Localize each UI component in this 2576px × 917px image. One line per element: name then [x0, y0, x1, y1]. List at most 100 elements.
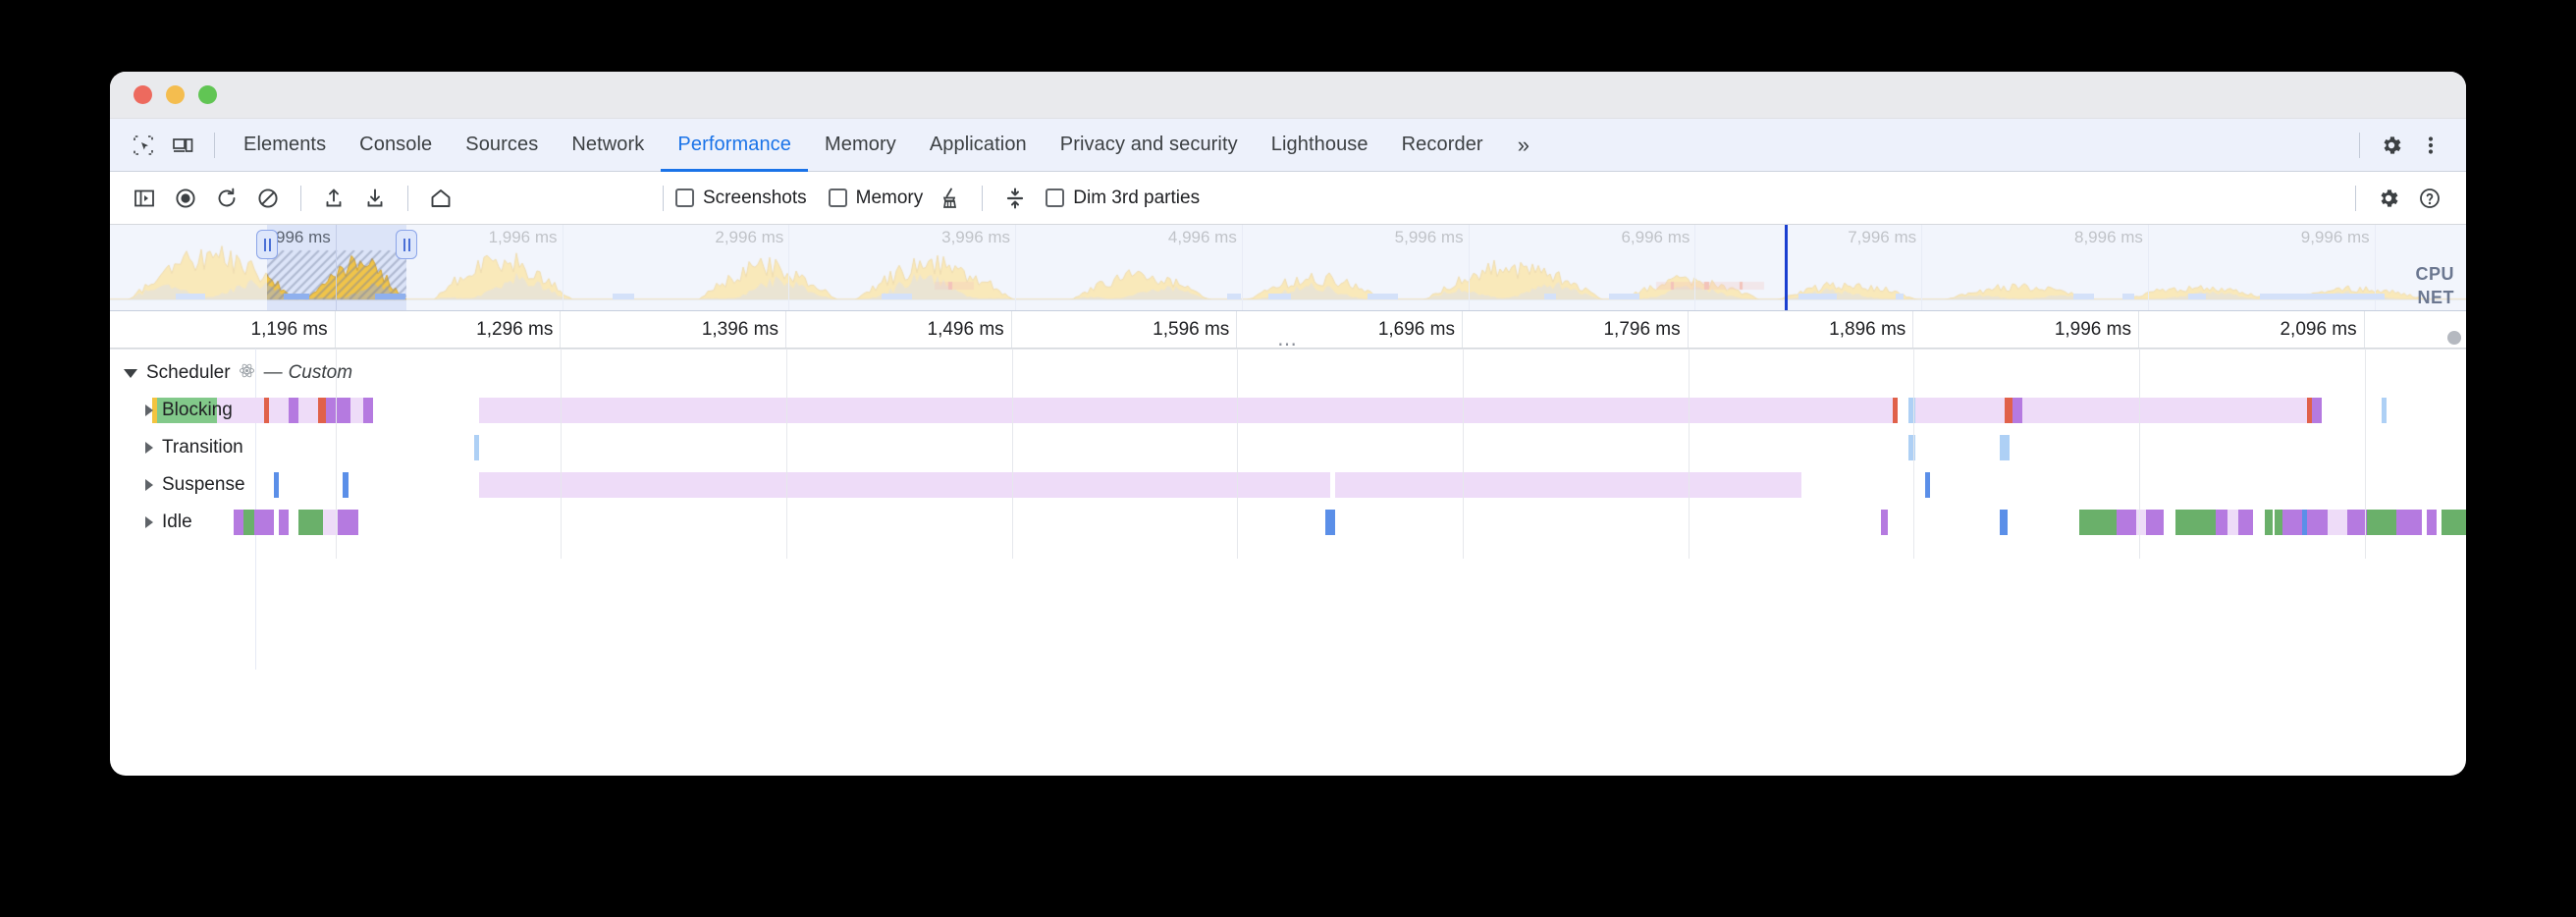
flame-segment[interactable]: [2116, 510, 2136, 535]
flame-segment[interactable]: [2237, 510, 2253, 535]
flame-segment[interactable]: [234, 510, 244, 535]
tab-lighthouse[interactable]: Lighthouse: [1270, 134, 1368, 155]
flame-segment[interactable]: [216, 398, 264, 423]
flame-segment[interactable]: [2000, 435, 2011, 460]
reload-and-record-icon[interactable]: [206, 180, 247, 217]
chevron-right-icon[interactable]: [145, 479, 153, 491]
flame-segment[interactable]: [323, 510, 339, 535]
chevron-right-icon[interactable]: [145, 442, 153, 454]
flame-segment[interactable]: [318, 398, 326, 423]
more-options-kebab-icon[interactable]: [2411, 127, 2450, 164]
window-close-button[interactable]: [134, 85, 152, 104]
flame-segment[interactable]: [362, 398, 373, 423]
track-row-transition[interactable]: Transition: [110, 429, 2466, 466]
flame-segment[interactable]: [2312, 398, 2323, 423]
flame-segment[interactable]: [479, 472, 1330, 498]
flame-segment[interactable]: [1324, 510, 1335, 535]
flame-segment[interactable]: [2175, 510, 2216, 535]
flame-segment[interactable]: [2146, 510, 2164, 535]
track-label-transition[interactable]: Transition: [145, 429, 243, 466]
flame-segment[interactable]: [2366, 510, 2397, 535]
tab-privacy-and-security[interactable]: Privacy and security: [1059, 134, 1238, 155]
resize-drag-handle[interactable]: ⋯: [1277, 334, 1299, 355]
tab-memory[interactable]: Memory: [825, 134, 896, 155]
flame-segment[interactable]: [2426, 510, 2437, 535]
flame-segment[interactable]: [243, 510, 254, 535]
flame-segment[interactable]: [325, 398, 351, 423]
flame-segment[interactable]: [298, 398, 319, 423]
tab-console[interactable]: Console: [359, 134, 433, 155]
flame-segment[interactable]: [2307, 398, 2313, 423]
memory-checkbox-box[interactable]: [828, 189, 847, 207]
flame-segment[interactable]: [157, 398, 217, 423]
flame-segment[interactable]: [278, 510, 289, 535]
track-label-suspense[interactable]: Suspense: [145, 466, 245, 504]
flame-segment[interactable]: [2275, 510, 2283, 535]
track-row-suspense[interactable]: Suspense: [110, 466, 2466, 504]
flame-segment[interactable]: [268, 398, 289, 423]
screenshots-checkbox[interactable]: Screenshots: [675, 188, 807, 209]
flame-segment[interactable]: [2441, 510, 2466, 535]
track-row-idle[interactable]: Idle: [110, 504, 2466, 541]
home-icon[interactable]: [420, 180, 461, 217]
overview-window-handle-left[interactable]: [256, 230, 278, 259]
collapse-expand-icon[interactable]: [994, 180, 1036, 217]
flame-segment[interactable]: [1915, 398, 2006, 423]
save-profile-icon[interactable]: [354, 180, 396, 217]
record-icon[interactable]: [165, 180, 206, 217]
clear-recording-icon[interactable]: [247, 180, 289, 217]
flame-segment[interactable]: [253, 510, 274, 535]
inspect-element-icon[interactable]: [124, 127, 163, 164]
overview-scroll-knob[interactable]: [2447, 331, 2461, 345]
flame-segment[interactable]: [2005, 398, 2012, 423]
toggle-sidebar-icon[interactable]: [124, 180, 165, 217]
flame-segment[interactable]: [273, 472, 279, 498]
tab-application[interactable]: Application: [929, 134, 1027, 155]
timeline-overview[interactable]: 996 ms1,996 ms2,996 ms3,996 ms4,996 ms5,…: [110, 225, 2466, 311]
tab-elements[interactable]: Elements: [243, 134, 327, 155]
settings-gear-icon[interactable]: [2372, 127, 2411, 164]
flame-segment[interactable]: [1907, 435, 1916, 460]
flame-segment[interactable]: [151, 398, 157, 423]
flame-segment[interactable]: [298, 510, 324, 535]
flame-segment[interactable]: [1907, 398, 1916, 423]
track-row-blocking[interactable]: Blocking: [110, 392, 2466, 429]
flame-segment[interactable]: [338, 510, 358, 535]
tab-recorder[interactable]: Recorder: [1401, 134, 1483, 155]
chevron-right-icon[interactable]: [145, 405, 153, 416]
capture-settings-gear-icon[interactable]: [2368, 180, 2409, 217]
dim-3rd-parties-checkbox-box[interactable]: [1046, 189, 1065, 207]
flame-segment[interactable]: [2012, 398, 2022, 423]
flame-segment[interactable]: [1893, 398, 1899, 423]
garbage-collect-broom-icon[interactable]: [929, 180, 970, 217]
chevron-down-icon[interactable]: [124, 368, 137, 378]
more-tabs-chevron-icon[interactable]: »: [1517, 132, 1530, 157]
window-zoom-button[interactable]: [198, 85, 217, 104]
flame-segment[interactable]: [1335, 472, 1801, 498]
flame-segment[interactable]: [2136, 510, 2147, 535]
flame-segment[interactable]: [1925, 472, 1931, 498]
tab-performance[interactable]: Performance: [661, 119, 808, 172]
tab-network[interactable]: Network: [571, 134, 645, 155]
screenshots-checkbox-box[interactable]: [675, 189, 694, 207]
flame-segment[interactable]: [2282, 510, 2303, 535]
chevron-right-icon[interactable]: [145, 516, 153, 528]
flame-segment[interactable]: [1880, 510, 1889, 535]
flame-segment[interactable]: [2078, 510, 2117, 535]
tab-sources[interactable]: Sources: [465, 134, 539, 155]
help-question-icon[interactable]: [2409, 180, 2450, 217]
flame-segment[interactable]: [2021, 398, 2308, 423]
memory-checkbox[interactable]: Memory: [828, 188, 923, 209]
flame-segment[interactable]: [2307, 510, 2328, 535]
track-label-idle[interactable]: Idle: [145, 504, 192, 541]
flame-segment[interactable]: [2227, 510, 2238, 535]
overview-window-handle-right[interactable]: [396, 230, 417, 259]
flame-segment[interactable]: [2396, 510, 2422, 535]
flame-segment[interactable]: [2346, 510, 2367, 535]
flame-segment[interactable]: [288, 398, 298, 423]
flame-segment[interactable]: [2327, 510, 2347, 535]
flame-segment[interactable]: [350, 398, 363, 423]
track-group-scheduler[interactable]: Scheduler — Custom: [110, 354, 2466, 392]
window-minimize-button[interactable]: [166, 85, 185, 104]
